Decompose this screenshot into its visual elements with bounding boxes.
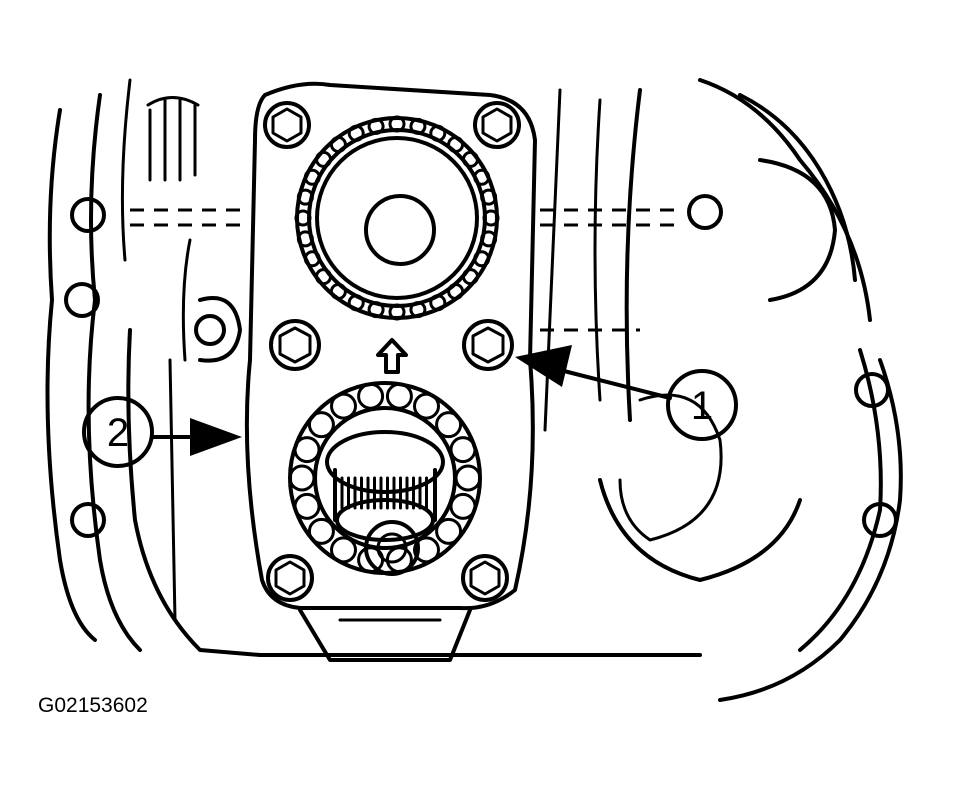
bearing-roller [294, 209, 312, 227]
bearing-roller [296, 188, 314, 206]
bearing-roller [385, 382, 413, 410]
bearing-roller [480, 230, 498, 248]
figure-code: G02153602 [38, 694, 148, 717]
bearing-roller [413, 536, 440, 564]
bearing-roller [449, 492, 477, 520]
bearing-roller [293, 436, 321, 464]
up-arrow-icon [376, 338, 408, 374]
bearing-roller [303, 168, 321, 186]
bearing-roller [435, 517, 463, 545]
upper-bearing-rollers [294, 115, 500, 321]
bearing-roller [449, 436, 477, 464]
callout-1: 1 [515, 345, 738, 441]
bearing-roller [454, 464, 482, 492]
bearing-roller [330, 392, 357, 420]
bearing-roller [388, 115, 406, 133]
right-mounting-holes [687, 194, 898, 538]
bearing-roller [303, 250, 321, 268]
bearing-roller [347, 124, 365, 142]
callout-2-arrowhead [190, 418, 242, 456]
bearing-roller [307, 517, 335, 545]
bearing-roller [367, 301, 385, 319]
bearing-roller [288, 464, 316, 492]
cover-bolts [263, 101, 521, 602]
upper-bearing [294, 115, 500, 321]
bearing-roller [461, 150, 479, 168]
housing-outline-left [45, 78, 262, 657]
callout-1-arrowhead [515, 345, 572, 387]
bearing-roller [409, 301, 427, 319]
bolt-bottom-right [461, 554, 509, 602]
lower-bearing [288, 381, 482, 576]
bearing-roller [330, 536, 357, 564]
bearing-roller [429, 124, 447, 142]
bearing-roller [447, 136, 465, 154]
bearing-roller [329, 282, 347, 300]
bearing-roller [435, 411, 463, 439]
bearing-roller [329, 136, 347, 154]
callout-2: 2 [82, 396, 242, 468]
bearing-roller [388, 303, 406, 321]
bearing-roller [357, 382, 385, 410]
bolt-bottom-left [266, 554, 314, 602]
bearing-roller [347, 294, 365, 312]
bearing-roller [473, 168, 491, 186]
bolt-top-left [263, 101, 311, 149]
bearing-roller [461, 268, 479, 286]
bearing-roller [447, 282, 465, 300]
bolt-middle-right [462, 319, 514, 371]
bearing-roller [413, 392, 440, 420]
bearing-roller [473, 250, 491, 268]
bearing-roller [367, 117, 385, 135]
bearing-roller [315, 268, 333, 286]
bolt-middle-left [269, 319, 321, 371]
bearing-roller [482, 209, 500, 227]
callout-2-label: 2 [107, 411, 129, 455]
housing-outline-right [540, 78, 903, 702]
bearing-roller [296, 230, 314, 248]
bearing-roller [480, 188, 498, 206]
bearing-roller [315, 150, 333, 168]
lower-bearing-rollers [288, 382, 482, 574]
bearing-roller [307, 411, 335, 439]
bearing-roller [293, 492, 321, 520]
left-mounting-holes [64, 197, 226, 538]
callout-1-label: 1 [691, 384, 713, 428]
bearing-roller [409, 117, 427, 135]
bearing-roller [429, 294, 447, 312]
bolt-top-right [473, 101, 521, 149]
housing-outline-bottom [258, 608, 702, 662]
cover-plate [244, 81, 537, 611]
